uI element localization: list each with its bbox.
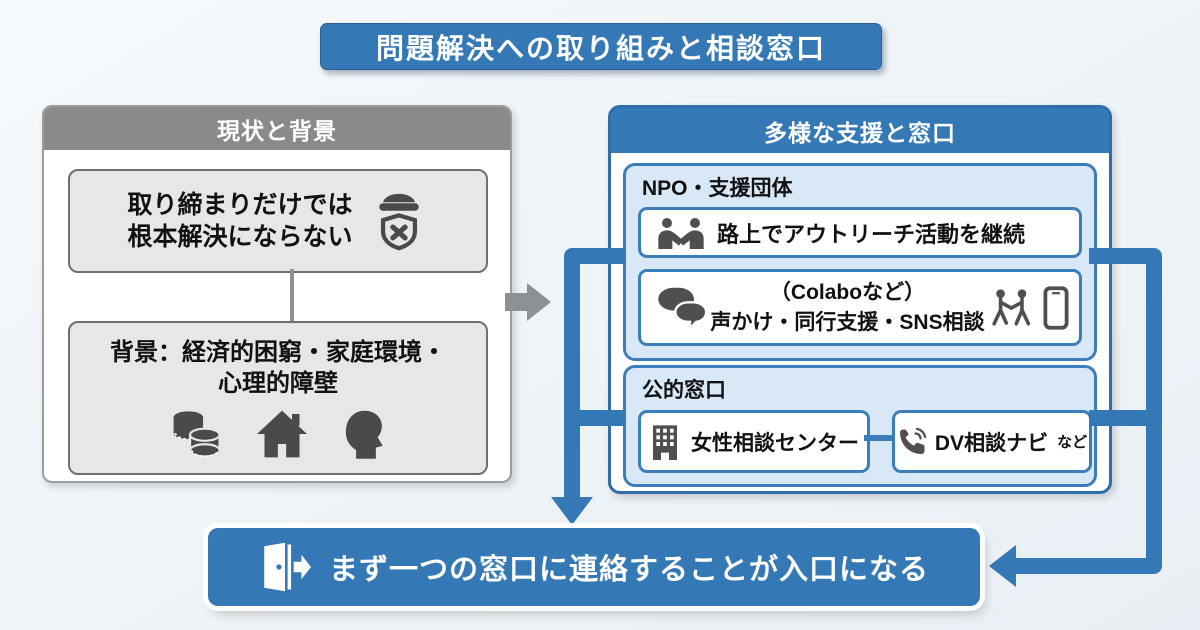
phone-call-icon [897, 427, 927, 457]
money-coins-icon [169, 407, 225, 459]
left-arrowhead [989, 545, 1016, 587]
enforcement-box: 取り締まりだけでは 根本解決にならない [68, 169, 488, 273]
chat-bubbles-icon [655, 286, 707, 330]
colabo-text: （Colaboなど） 声かけ・同行支援・SNS相談 [710, 281, 985, 334]
building-icon [649, 424, 681, 460]
colabo-item: （Colaboなど） 声かけ・同行支援・SNS相談 [638, 269, 1082, 346]
public-section: 公的窓口 女性相談センター [623, 365, 1097, 487]
outreach-item: 路上でアウトリーチ活動を継続 [638, 207, 1082, 258]
left-boxes-connector-line [290, 269, 294, 323]
door-exit-icon [259, 542, 311, 592]
public-section-label: 公的窓口 [642, 379, 726, 402]
public-items-connector-line [864, 435, 892, 441]
background-factors-box: 背景：経済的困窮・家庭環境・ 心理的障壁 [68, 321, 488, 475]
conclusion-text: まず一つの窓口に連絡することが入口になる [328, 554, 929, 586]
left-panel-header: 現状と背景 [44, 107, 510, 150]
womens-center-text: 女性相談センター [691, 431, 859, 455]
house-icon [255, 409, 309, 459]
current-status-panel: 現状と背景 取り締まりだけでは 根本解決にならない 背景：経済的困窮・家庭環境・… [42, 105, 512, 483]
conclusion-banner: まず一つの窓口に連絡することが入口になる [208, 528, 980, 606]
enforcement-text: 取り締まりだけでは 根本解決にならない [127, 190, 353, 252]
dv-navi-text: DV相談ナビ [934, 431, 1049, 455]
dv-navi-suffix: など [1057, 434, 1088, 451]
smartphone-icon [1043, 285, 1069, 330]
head-profile-icon [339, 407, 387, 459]
down-arrowhead [551, 497, 593, 525]
colabo-right-icons [988, 285, 1069, 330]
right-panel-header: 多様な支援と窓口 [611, 108, 1109, 153]
npo-section-label: NPO・支援団体 [642, 177, 793, 200]
page-title: 問題解決への取り組みと相談窓口 [320, 23, 882, 70]
support-panel: 多様な支援と窓口 NPO・支援団体 路上でアウトリーチ活動を継続 [608, 105, 1112, 494]
npo-section: NPO・支援団体 路上でアウトリーチ活動を継続 [623, 163, 1097, 361]
handshake-people-icon [657, 217, 705, 249]
background-text: 背景：経済的困窮・家庭環境・ 心理的障壁 [110, 338, 446, 397]
background-icon-row [169, 407, 387, 459]
womens-center-item: 女性相談センター [638, 410, 870, 473]
dv-navi-item: DV相談ナビなど [892, 410, 1092, 473]
police-badge-icon [369, 191, 429, 251]
walking-people-icon [988, 288, 1036, 328]
outreach-text: 路上でアウトリーチ活動を継続 [717, 221, 1026, 247]
